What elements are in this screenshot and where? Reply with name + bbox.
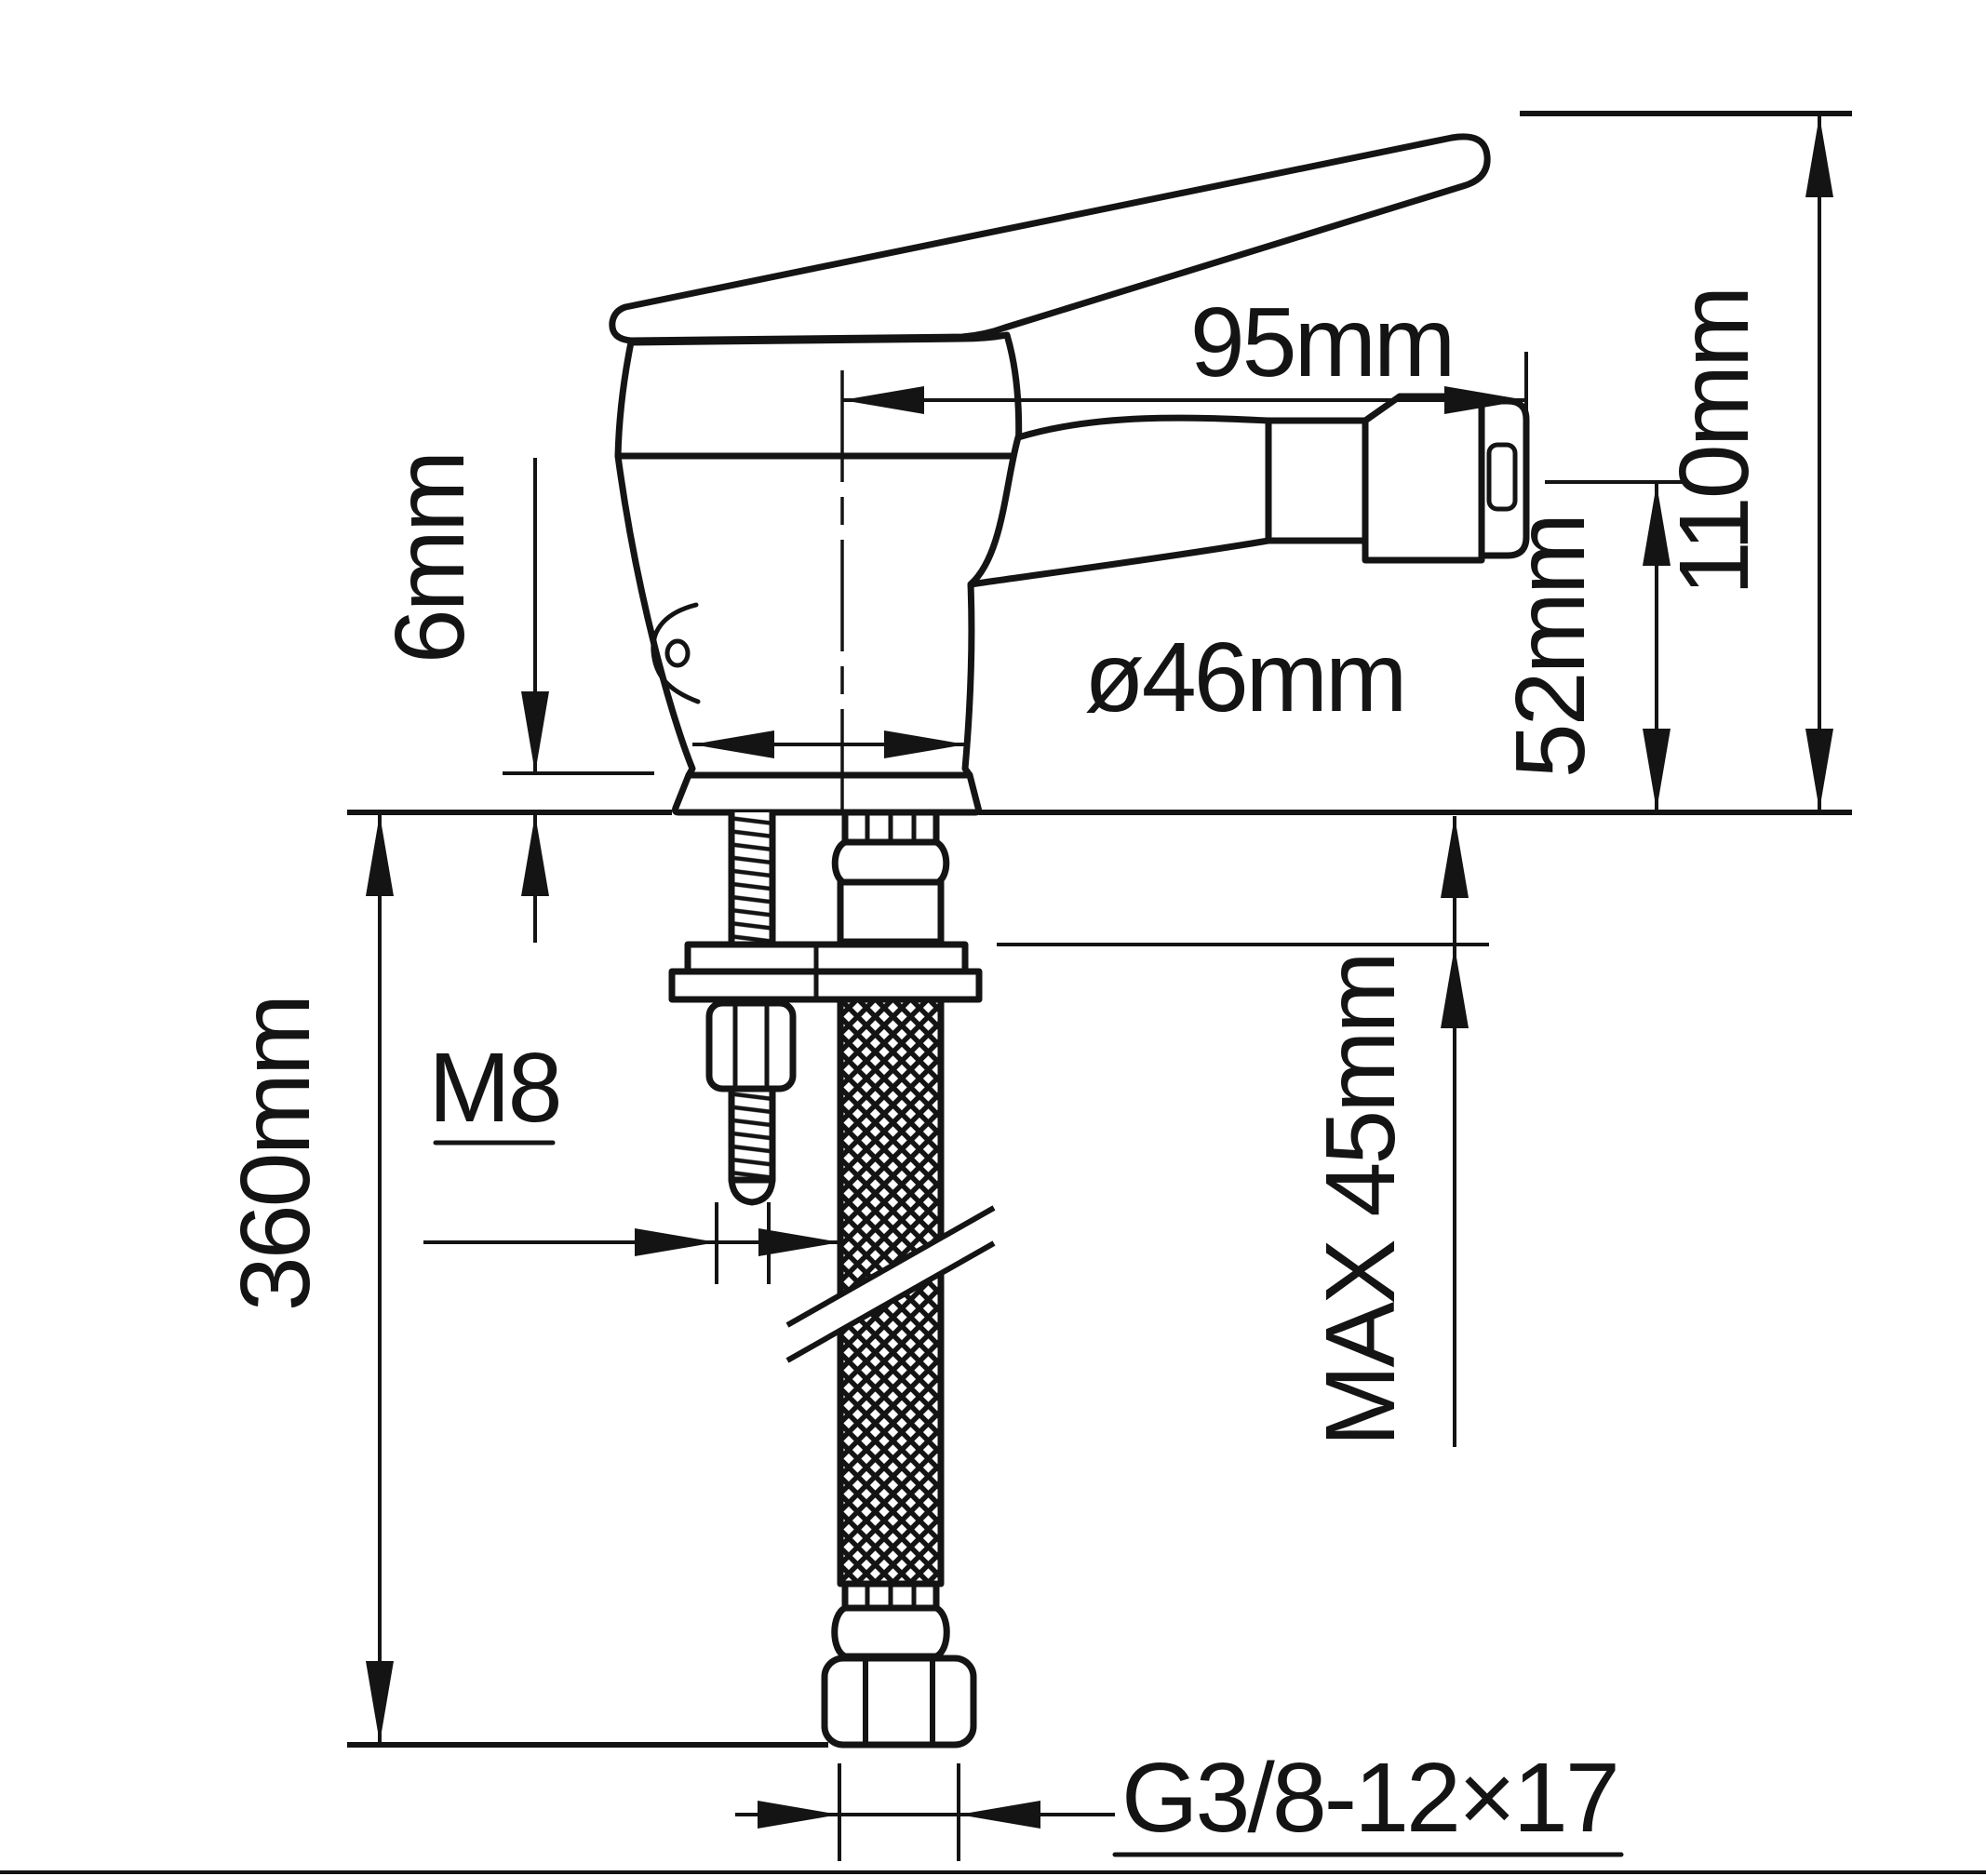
hose-bottom-fitting [821,1580,977,1749]
arrowhead-down [366,1661,394,1743]
dimension-6mm: 6mm [375,453,654,943]
supply-hose [785,809,996,1749]
threaded-rod [728,809,776,1206]
faucet-body [614,452,1022,779]
mounting-hardware [668,941,983,1092]
body-clip-hole [664,638,691,668]
rod-tip [728,1176,776,1206]
dim-label-110mm: 110mm [1659,288,1769,596]
faucet-figure [347,133,1852,1749]
arrowhead-right [884,730,966,758]
hose-break-band [787,1208,994,1360]
hose-connection-nut [821,1655,977,1749]
arrowhead-down [1643,729,1671,811]
arrowhead-up [366,814,394,896]
dimension-95mm: 95mm [842,288,1528,437]
dimension-110mm: 110mm [1520,111,1852,812]
arrowhead-right [1444,386,1526,414]
dim-label-6mm: 6mm [375,453,485,664]
dimension-m8: M8 [423,1033,840,1284]
body-clip [651,602,701,704]
hose-top-fitting [831,809,950,945]
arrowhead-right-1 [635,1228,717,1256]
aerator-cap [1478,397,1530,559]
hose-braided-section [785,938,996,1588]
dim-label-g38: G3/8-12×17 [1121,1743,1617,1853]
arrowhead-up [1643,484,1671,566]
aerator-body [1362,393,1485,564]
cartridge-dome [614,331,1023,460]
escutcheon-base [671,771,983,816]
arrowhead-up [1805,115,1833,197]
dimension-52mm: 52mm [1496,480,1686,812]
arrowhead-right [758,1801,839,1829]
dimension-max-45mm: MAX 45mm [997,816,1489,1447]
dim-label-46mm: ø46mm [1084,623,1404,732]
dimension-360mm: 360mm [221,814,828,1748]
washer-plate-lower [668,968,983,1003]
rod-hex-nut [705,999,797,1092]
aerator-cap-inset [1486,442,1518,512]
dimension-46mm: ø46mm [692,623,1407,758]
arrowhead-left [692,730,774,758]
dimension-g38: G3/8-12×17 [735,1743,1624,1861]
dim-label-95mm: 95mm [1190,288,1454,397]
arrowhead-up-washer [1441,946,1469,1028]
handle-lever [609,133,1491,344]
dim-label-52mm: 52mm [1496,516,1605,779]
arrowhead-down [521,691,549,773]
aerator-neck [1265,417,1369,544]
arrowhead-left [842,386,924,414]
rod-thread-lower [732,1090,772,1179]
arrowhead-down [1805,729,1833,811]
spout [967,414,1272,588]
dim-label-max-45mm: MAX 45mm [1306,954,1416,1447]
hose-break-line-lower [785,1240,996,1363]
hose-break-line-upper [785,1205,996,1328]
rod-thread-upper [732,813,772,944]
arrowhead-up [521,814,549,896]
dim-label-m8: M8 [428,1033,559,1143]
arrowhead-right-2 [758,1228,840,1256]
arrowhead-up-deck [1441,816,1469,898]
washer-plate-upper [684,941,969,975]
arrowhead-left [959,1801,1040,1829]
dim-label-360mm: 360mm [221,997,330,1311]
